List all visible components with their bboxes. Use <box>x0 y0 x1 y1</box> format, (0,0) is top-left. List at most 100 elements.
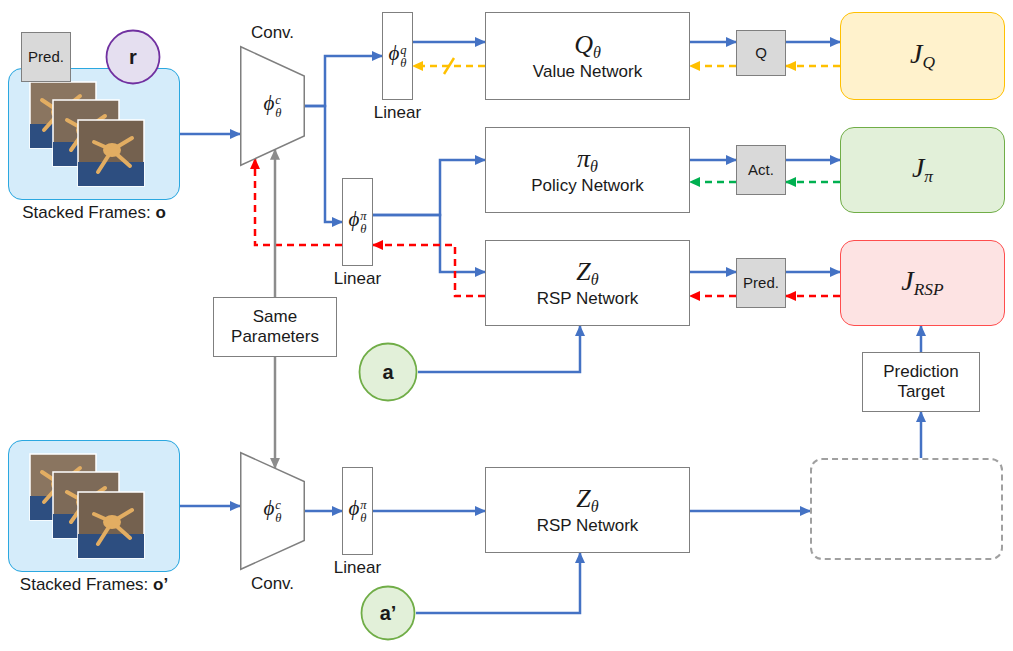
forward-arrow <box>690 41 736 44</box>
circle-shape <box>107 31 160 84</box>
gradient-arrow <box>786 181 840 184</box>
outside-label-holder: Stacked Frames: o <box>22 203 166 223</box>
text-part: Q <box>922 54 935 73</box>
node-content: QθValue Network <box>486 13 689 99</box>
gradient-arrow <box>373 245 485 296</box>
forward-arrow <box>373 160 485 215</box>
block-box: Stacked Frames: o’ <box>8 440 180 572</box>
forward-arrow <box>920 326 923 352</box>
input-circle: a’ <box>360 585 416 641</box>
block-box: Same Parameters <box>213 297 337 357</box>
node-label: ϕπθ <box>348 496 366 525</box>
input-circle: r <box>105 29 161 85</box>
frames-top <box>8 68 180 200</box>
text-part: ϕ <box>263 496 274 520</box>
text-part: θ <box>360 223 366 236</box>
block-box: πθPolicy Network <box>485 127 690 213</box>
text-part: c <box>275 499 281 512</box>
node-content: a’ <box>360 585 416 641</box>
gradient-arrow <box>690 181 736 184</box>
node-label: πθ <box>577 143 598 176</box>
gradient-arrow <box>690 65 736 68</box>
text-part: o’ <box>153 575 168 594</box>
forward-arrow <box>786 41 840 44</box>
text-part: θ <box>275 107 281 120</box>
text-part: θ <box>590 158 598 175</box>
forward-arrow <box>690 159 736 162</box>
node-content: Same Parameters <box>214 298 336 356</box>
text-part: θ <box>591 271 599 288</box>
node-content: Pred. <box>22 33 70 81</box>
block-box <box>810 458 1003 560</box>
gradient-arrow <box>255 159 342 245</box>
text-part: θ <box>593 44 601 61</box>
node-content: JRSP <box>841 241 1004 325</box>
node-content: ZθRSP Network <box>486 468 689 552</box>
node-label: Pred. <box>743 274 779 292</box>
node-content: ϕcθ <box>240 46 305 166</box>
node-label: Pred. <box>28 48 64 66</box>
conv-encoder: ϕcθConv. <box>240 46 305 166</box>
text-part: RSP <box>914 281 944 300</box>
node-label: RSP Network <box>537 516 639 536</box>
node-label: Q <box>755 44 767 62</box>
text-part: J <box>910 38 922 69</box>
text-part: J <box>901 265 913 296</box>
node-label: Same Parameters <box>220 307 330 348</box>
node-label: Zθ <box>576 256 598 289</box>
forward-arrow <box>180 133 240 136</box>
node-label: ϕcθ <box>263 91 281 120</box>
forward-arrow <box>413 41 485 44</box>
node-label: Act. <box>748 161 774 179</box>
text-part: ϕ <box>388 41 399 65</box>
forward-arrow <box>920 412 923 458</box>
forward-arrow <box>305 56 382 106</box>
block-box: Act. <box>736 145 786 195</box>
outside-label: Stacked Frames: o <box>22 203 166 223</box>
text-part: Stacked Frames: <box>22 203 155 222</box>
trapezoid-shape <box>241 47 305 166</box>
text-part: J <box>912 152 924 183</box>
forward-arrow <box>690 510 810 513</box>
outside-label-holder: Conv. <box>251 574 294 594</box>
text-part: θ <box>400 57 406 70</box>
outside-label: Conv. <box>251 574 294 594</box>
gradient-arrow <box>786 295 840 298</box>
text-part: Q <box>574 30 593 59</box>
node-content: a <box>358 342 418 402</box>
block-box: ZθRSP Network <box>485 240 690 326</box>
outside-label: Linear <box>334 558 381 578</box>
text-part: qθ <box>400 44 406 70</box>
forward-arrow <box>305 510 342 513</box>
node-content: Q <box>737 31 785 75</box>
node-content <box>9 441 179 571</box>
text-part: cθ <box>275 499 281 525</box>
text-part: πθ <box>360 210 366 236</box>
forward-arrow <box>786 271 840 274</box>
node-label: r <box>129 45 137 69</box>
conv-encoder: ϕcθConv. <box>240 452 305 570</box>
block-box: ϕπθLinear <box>342 178 373 266</box>
node-label: Policy Network <box>531 176 643 196</box>
node-label: Prediction Target <box>869 362 973 403</box>
outside-label: Linear <box>334 269 381 289</box>
text-part: ϕ <box>348 207 359 231</box>
stop-gradient-slash <box>444 58 454 74</box>
text-part: π <box>360 499 366 512</box>
forward-arrow <box>373 510 485 513</box>
node-label: Qθ <box>574 29 601 62</box>
node-label: a <box>382 360 393 384</box>
node-label: ϕπθ <box>348 207 366 236</box>
node-label: JQ <box>910 37 935 74</box>
shared-weights-arrow <box>274 357 277 468</box>
outside-label-holder: Linear <box>334 558 381 578</box>
node-content: πθPolicy Network <box>486 128 689 212</box>
text-part: πθ <box>360 499 366 525</box>
text-part: π <box>924 168 933 187</box>
text-part: Z <box>576 484 590 513</box>
block-box: Prediction Target <box>862 352 980 412</box>
outside-label: Conv. <box>251 23 294 43</box>
text-part: o <box>155 203 165 222</box>
block-box: Pred. <box>21 32 71 82</box>
